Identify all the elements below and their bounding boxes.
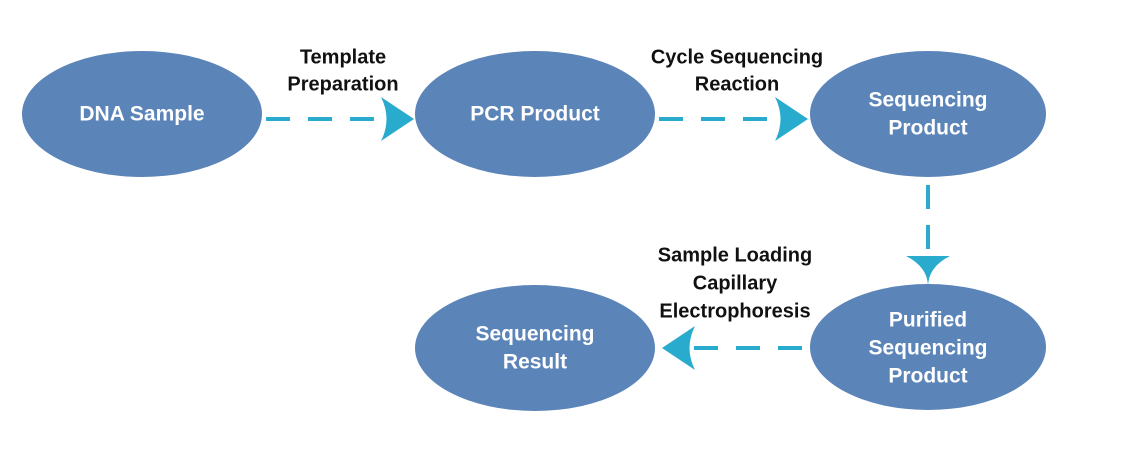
node-label-line-2: Result: [503, 351, 567, 374]
edge-cycle-sequencing-reaction[interactable]: [659, 97, 808, 141]
node-shape-ellipse: [415, 51, 655, 177]
edge-label-line-1: Sample Loading: [658, 244, 812, 266]
node-pcr-product[interactable]: PCR Product: [415, 51, 655, 177]
node-purified-sequencing-product[interactable]: Purified Sequencing Product: [810, 284, 1046, 410]
node-label-line-1: Sequencing: [868, 89, 987, 112]
node-sequencing-result[interactable]: Sequencing Result: [415, 285, 655, 411]
edge-purification[interactable]: [906, 185, 950, 287]
edge-label-line-1: Template: [300, 46, 386, 68]
arrow-head-left-icon: [662, 326, 695, 370]
node-sequencing-product[interactable]: Sequencing Product: [810, 51, 1046, 177]
edge-label-line-2: Capillary: [693, 272, 778, 294]
node-shape-ellipse: [810, 51, 1046, 177]
edge-label-cycle-sequencing-reaction: Cycle Sequencing Reaction: [651, 46, 823, 95]
edge-label-sample-loading-capillary-electrophoresis: Sample Loading Capillary Electrophoresis: [658, 244, 812, 322]
edge-template-preparation[interactable]: [266, 97, 414, 141]
arrow-head-right-icon: [381, 97, 414, 141]
edge-label-line-1: Cycle Sequencing: [651, 46, 823, 68]
node-label: DNA Sample: [79, 103, 204, 126]
node-label-line-1: Purified: [889, 309, 967, 332]
edge-sample-loading-capillary-electrophoresis[interactable]: [662, 326, 806, 370]
node-label: PCR Product: [470, 103, 600, 126]
arrow-head-right-icon: [775, 97, 808, 141]
node-shape-ellipse: [22, 51, 262, 177]
node-shape-ellipse: [810, 284, 1046, 410]
edge-label-template-preparation: Template Preparation: [287, 46, 398, 95]
node-label-line-3: Product: [888, 365, 967, 388]
edge-label-line-2: Preparation: [287, 73, 398, 95]
node-label-line-2: Product: [888, 117, 967, 140]
arrow-head-down-icon: [906, 256, 950, 287]
node-label-line-2: Sequencing: [868, 337, 987, 360]
node-dna-sample[interactable]: DNA Sample: [22, 51, 262, 177]
edge-label-line-3: Electrophoresis: [659, 300, 810, 322]
node-shape-ellipse: [415, 285, 655, 411]
node-label-line-1: Sequencing: [475, 323, 594, 346]
edge-label-line-2: Reaction: [695, 73, 779, 95]
